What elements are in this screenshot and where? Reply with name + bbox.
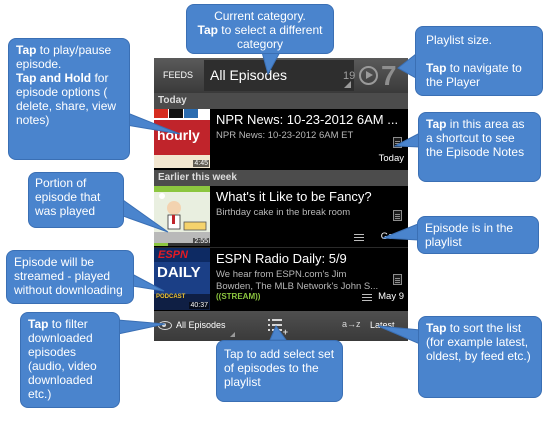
episode-date: May 9: [378, 291, 404, 302]
podcast-text: PODCAST: [156, 294, 186, 300]
callout-filter: Tap to filter downloaded episodes (audio…: [20, 312, 120, 408]
episode-description: NPR News: 10-23-2012 6AM ET: [216, 130, 354, 141]
bottom-bar: All Episodes + a→z Latest: [154, 311, 408, 341]
callout-portion-played: Portion of episode that was played: [28, 172, 124, 228]
add-to-playlist-button[interactable]: +: [258, 313, 292, 339]
phone-screen: FEEDS All Episodes 19 7 Today hourly 4:4…: [154, 58, 408, 341]
episode-duration: 4:45: [193, 160, 209, 167]
callout-sort: Tap to sort the list (for example latest…: [418, 316, 542, 398]
callout-text: Current category.: [214, 9, 306, 23]
episode-row[interactable]: hourly 4:45 NPR News: 10-23-2012 6AM ...…: [154, 109, 408, 168]
episode-title: NPR News: 10-23-2012 6AM ...: [216, 112, 399, 127]
callout-current-category: Current category. Tap to select a differ…: [186, 4, 334, 54]
notes-icon[interactable]: [393, 137, 402, 148]
callout-streamed: Episode will be streamed - played withou…: [6, 250, 134, 304]
episode-thumbnail[interactable]: hourly 4:45: [154, 109, 210, 168]
playlist-size: 7: [381, 60, 397, 91]
callout-text: to play/pause episode.: [16, 43, 112, 71]
espn-artwork: [154, 248, 210, 310]
category-name: All Episodes: [210, 67, 288, 83]
section-header-today: Today: [154, 93, 408, 109]
sort-icon: a→z: [342, 319, 361, 329]
callout-text: to sort the list (for example latest, ol…: [426, 321, 531, 363]
callout-emphasis: Tap: [197, 23, 218, 37]
episode-thumbnail[interactable]: 2:55: [154, 186, 210, 246]
episode-date: Today: [378, 153, 404, 164]
callout-emphasis: Tap: [28, 317, 49, 331]
callout-text: for episode options ( delete, share, vie…: [16, 71, 117, 127]
thumbnail-text: hourly: [157, 127, 200, 143]
section-header-earlier: Earlier this week: [154, 170, 408, 186]
episode-duration: 2:55: [193, 238, 209, 245]
comic-artwork: [154, 186, 210, 246]
callout-in-playlist: Episode is in the playlist: [417, 216, 539, 254]
callout-emphasis: Tap: [16, 43, 37, 57]
callout-text: Tap to add select set of episodes to the…: [224, 347, 335, 389]
episode-description: Birthday cake in the break room: [216, 207, 351, 218]
episode-description: We hear from ESPN.com's Jim Bowden, The …: [216, 269, 379, 292]
filter-button[interactable]: All Episodes: [154, 311, 238, 341]
episode-row[interactable]: ESPN DAILY PODCAST 40:37 ESPN Radio Dail…: [154, 248, 408, 310]
row-divider: [154, 247, 408, 248]
played-progress-fill: [154, 243, 168, 246]
callout-text: Episode is in the playlist: [425, 221, 514, 249]
episode-thumbnail[interactable]: ESPN DAILY PODCAST 40:37: [154, 248, 210, 310]
callout-emphasis: Tap and Hold: [16, 71, 92, 85]
top-bar: FEEDS All Episodes 19 7: [154, 58, 408, 93]
dropdown-corner-icon: [230, 332, 235, 337]
callout-add-playlist: Tap to add select set of episodes to the…: [216, 340, 343, 402]
played-progress-bar: [154, 243, 210, 246]
callout-text: to filter downloaded episodes (audio, vi…: [28, 317, 97, 401]
stream-label: STREAM: [221, 292, 256, 301]
sort-label: Latest: [370, 320, 395, 330]
category-count: 19: [343, 70, 356, 82]
callout-notes: Tap in this area as a shortcut to see th…: [418, 112, 541, 182]
play-circle-icon: [359, 66, 378, 85]
category-selector[interactable]: All Episodes 19: [204, 60, 356, 91]
episode-duration: 40:37: [189, 302, 209, 309]
feeds-button[interactable]: FEEDS: [162, 70, 193, 80]
callout-text: Playlist size.: [426, 33, 493, 47]
filter-label: All Episodes: [176, 320, 226, 330]
callout-text: in this area as a shortcut to see the Ep…: [426, 117, 525, 159]
callout-emphasis: Tap: [426, 117, 447, 131]
sort-button[interactable]: a→z Latest: [334, 311, 408, 341]
callout-text: Episode will be streamed - played withou…: [14, 255, 123, 297]
episode-title: ESPN Radio Daily: 5/9: [216, 251, 347, 266]
notes-icon[interactable]: [393, 210, 402, 221]
episode-title: What's it Like to be Fancy?: [216, 189, 372, 204]
callout-text: to navigate to the Player: [426, 61, 522, 89]
callout-emphasis: Tap: [426, 61, 447, 75]
callout-emphasis: Tap: [426, 321, 447, 335]
playlist-icon: [362, 294, 372, 302]
daily-text: DAILY: [157, 264, 201, 281]
notes-icon[interactable]: [393, 274, 402, 285]
add-to-playlist-icon: +: [268, 317, 288, 337]
stream-badge: ((STREAM)): [216, 292, 260, 301]
player-button[interactable]: 7: [355, 60, 408, 91]
stream-wave-left-icon: ((: [216, 292, 222, 301]
stream-wave-right-icon: )): [255, 292, 261, 301]
episode-row[interactable]: 2:55 What's it Like to be Fancy? Birthda…: [154, 186, 408, 246]
playlist-icon: [354, 234, 364, 242]
episode-date: Gone: [380, 231, 404, 242]
eye-icon: [158, 321, 172, 330]
dropdown-corner-icon: [344, 81, 351, 88]
espn-logo-text: ESPN: [158, 249, 188, 261]
callout-text: Portion of episode that was played: [35, 176, 101, 218]
callout-tap-play: Tap to play/pause episode. Tap and Hold …: [8, 38, 130, 160]
callout-text: to select a different category: [217, 23, 323, 51]
callout-playlist-size: Playlist size. Tap to navigate to the Pl…: [415, 26, 543, 96]
